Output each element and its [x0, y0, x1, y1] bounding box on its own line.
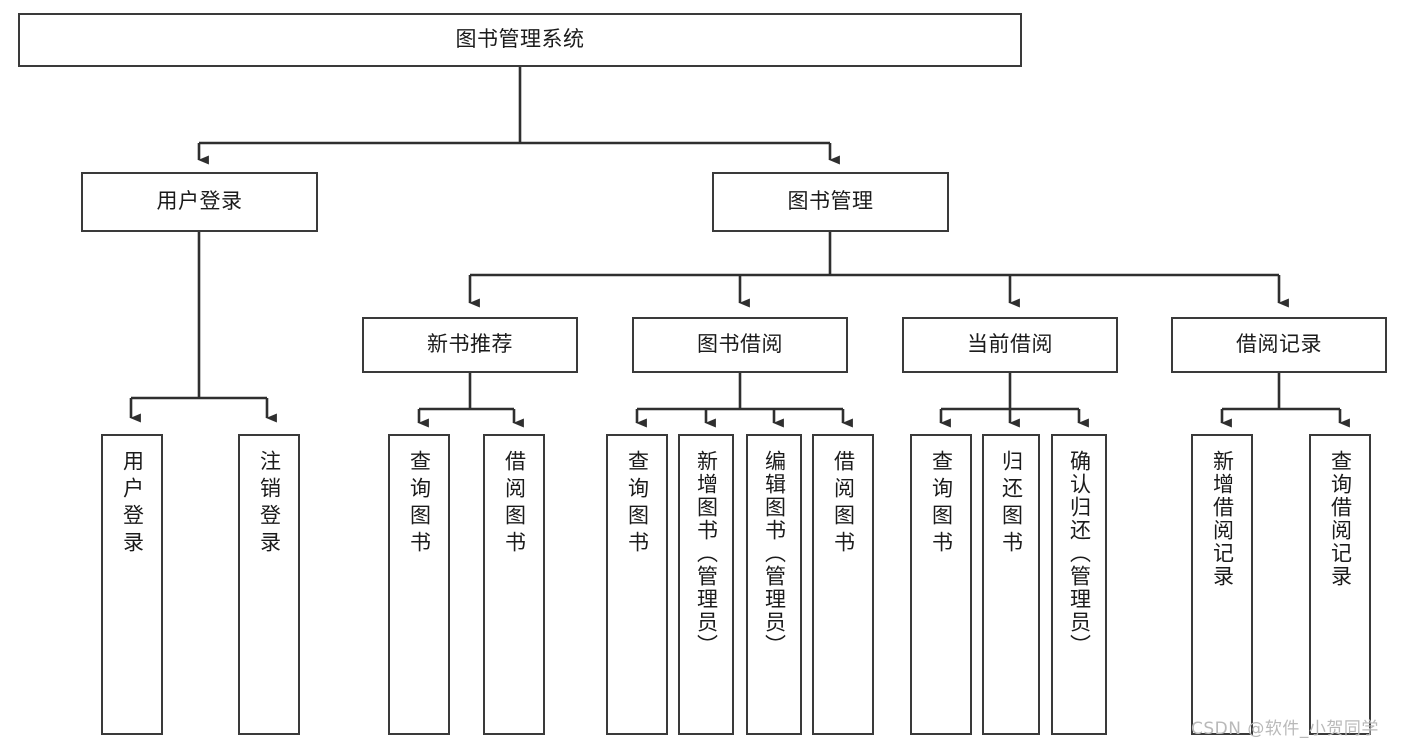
- leaf-query-book-borrow[interactable]: 查询图书: [606, 434, 668, 735]
- node-book-management-label: 图书管理: [787, 189, 874, 214]
- leaf-add-book-admin-label: 新增图书（管理员）: [694, 450, 719, 657]
- leaf-return-book-label: 归还图书: [999, 450, 1024, 558]
- node-root-label: 图书管理系统: [455, 27, 585, 52]
- leaf-query-book-borrow-label: 查询图书: [625, 450, 650, 558]
- leaf-query-borrow-record[interactable]: 查询借阅记录: [1309, 434, 1371, 735]
- leaf-add-borrow-record[interactable]: 新增借阅记录: [1191, 434, 1253, 735]
- node-root[interactable]: 图书管理系统: [18, 13, 1022, 67]
- leaf-query-book-newbook-label: 查询图书: [407, 450, 432, 558]
- csdn-watermark: CSDN @软件_小贺同学: [1191, 719, 1379, 739]
- node-current-borrow[interactable]: 当前借阅: [902, 317, 1118, 373]
- leaf-edit-book-admin-label: 编辑图书（管理员）: [762, 450, 787, 657]
- node-book-management[interactable]: 图书管理: [712, 172, 949, 232]
- leaf-user-login[interactable]: 用户登录: [101, 434, 163, 735]
- node-user-login-label: 用户登录: [156, 189, 243, 214]
- leaf-logout-label: 注销登录: [257, 450, 282, 558]
- leaf-query-book-current-label: 查询图书: [929, 450, 954, 558]
- leaf-query-book-newbook[interactable]: 查询图书: [388, 434, 450, 735]
- leaf-logout[interactable]: 注销登录: [238, 434, 300, 735]
- leaf-confirm-return-admin-label: 确认归还（管理员）: [1067, 450, 1092, 657]
- leaf-borrow-book-newbook-label: 借阅图书: [502, 450, 527, 558]
- leaf-query-borrow-record-label: 查询借阅记录: [1328, 450, 1353, 588]
- leaf-borrow-book-newbook[interactable]: 借阅图书: [483, 434, 545, 735]
- leaf-borrow-book-borrow[interactable]: 借阅图书: [812, 434, 874, 735]
- leaf-return-book[interactable]: 归还图书: [982, 434, 1040, 735]
- leaf-borrow-book-borrow-label: 借阅图书: [831, 450, 856, 558]
- node-borrow-records-label: 借阅记录: [1236, 332, 1322, 357]
- leaf-add-borrow-record-label: 新增借阅记录: [1210, 450, 1235, 588]
- node-user-login[interactable]: 用户登录: [81, 172, 318, 232]
- leaf-edit-book-admin[interactable]: 编辑图书（管理员）: [746, 434, 802, 735]
- leaf-user-login-label: 用户登录: [120, 450, 145, 558]
- node-borrow-records[interactable]: 借阅记录: [1171, 317, 1387, 373]
- node-book-borrow[interactable]: 图书借阅: [632, 317, 848, 373]
- leaf-add-book-admin[interactable]: 新增图书（管理员）: [678, 434, 734, 735]
- leaf-query-book-current[interactable]: 查询图书: [910, 434, 972, 735]
- node-current-borrow-label: 当前借阅: [967, 332, 1053, 357]
- leaf-confirm-return-admin[interactable]: 确认归还（管理员）: [1051, 434, 1107, 735]
- node-new-book-recommend[interactable]: 新书推荐: [362, 317, 578, 373]
- node-book-borrow-label: 图书借阅: [697, 332, 783, 357]
- node-new-book-recommend-label: 新书推荐: [427, 332, 513, 357]
